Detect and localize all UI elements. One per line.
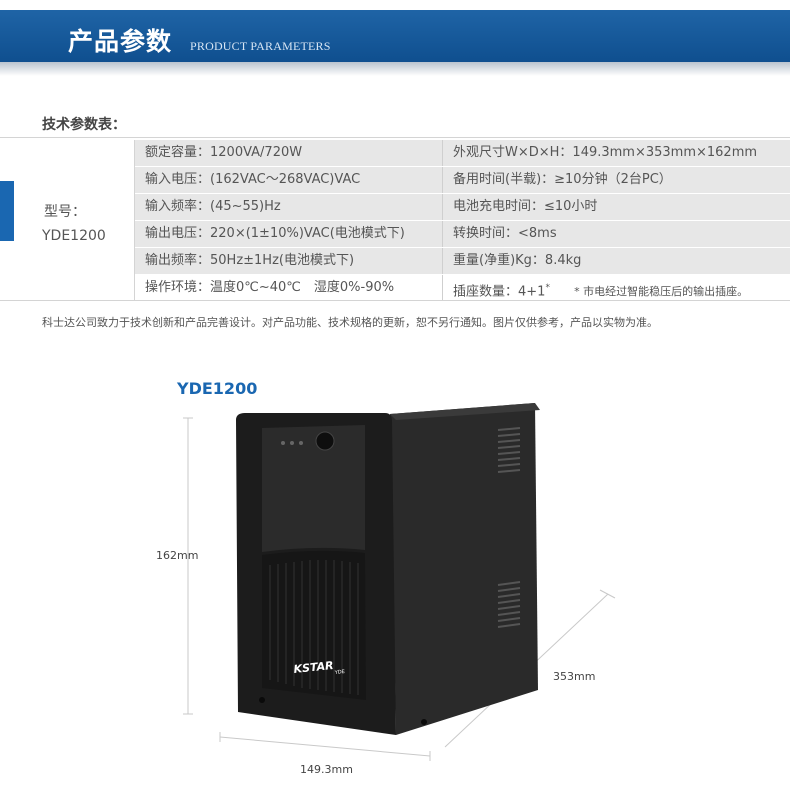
- footnote-text: * 市电经过智能稳压后的输出插座。: [574, 285, 749, 299]
- spec-cell: 转换时间：<8ms: [453, 226, 557, 241]
- model-marker: [0, 181, 14, 241]
- spec-cell: 电池充电时间：≤10小时: [453, 199, 598, 214]
- spec-row: 操作环境：温度0℃~40℃ 湿度0%-90% 插座数量：4+1* * 市电经过智…: [135, 275, 790, 302]
- front-vents: [269, 560, 359, 695]
- brand-logo-sub: YDE: [334, 669, 346, 676]
- spec-cell: 额定容量：1200VA/720W: [145, 145, 303, 160]
- side-vents: [497, 427, 521, 628]
- spec-cell: 备用时间(半载)：≥10分钟（2台PC）: [453, 172, 672, 187]
- ups-illustration: KSTAR YDE: [183, 403, 616, 761]
- led-indicator: [299, 441, 303, 445]
- power-button: [315, 431, 335, 451]
- width-dimension: 149.3mm: [300, 763, 353, 776]
- page-title: 产品参数: [68, 27, 173, 56]
- product-model-label: YDE1200: [177, 379, 258, 398]
- spec-row: 输出频率：50Hz±1Hz(电池模式下) 重量(净重)Kg：8.4kg: [135, 248, 790, 275]
- spec-row: 输出电压：220×(1±10%)VAC(电池模式下) 转换时间：<8ms: [135, 221, 790, 248]
- spec-rows: 额定容量：1200VA/720W 外观尺寸W×D×H：149.3mm×353mm…: [135, 140, 790, 302]
- model-value: YDE1200: [42, 228, 106, 244]
- spec-cell: 外观尺寸W×D×H：149.3mm×353mm×162mm: [453, 145, 758, 160]
- depth-dimension: 353mm: [553, 670, 596, 683]
- table-divider: [134, 140, 135, 300]
- spec-cell: 插座数量：4+1* * 市电经过智能稳压后的输出插座。: [443, 275, 790, 301]
- spec-cell: 重量(净重)Kg：8.4kg: [453, 253, 582, 268]
- footnote-mark: *: [545, 283, 550, 293]
- spec-cell: 输入电压：(162VAC～268VAC)VAC: [145, 172, 361, 187]
- brand-logo: KSTAR: [293, 659, 334, 676]
- spec-cell: 输出电压：220×(1±10%)VAC(电池模式下): [145, 226, 405, 241]
- spec-value: 插座数量：4+1: [453, 284, 546, 300]
- ups-side: [390, 403, 538, 735]
- height-dimension: 162mm: [156, 549, 199, 562]
- model-label: 型号：: [44, 204, 86, 220]
- disclaimer: 科士达公司致力于技术创新和产品完善设计。对产品功能、技术规格的更新，恕不另行通知…: [42, 316, 658, 329]
- table-bottom-rule: [0, 300, 790, 301]
- led-indicator: [290, 441, 294, 445]
- spec-row: 输入频率：(45~55)Hz 电池充电时间：≤10小时: [135, 194, 790, 221]
- banner-shadow: [0, 62, 790, 76]
- model-cell: [14, 140, 134, 300]
- spec-row: 输入电压：(162VAC～268VAC)VAC 备用时间(半载)：≥10分钟（2…: [135, 167, 790, 194]
- spec-cell: 输入频率：(45~55)Hz: [145, 199, 281, 214]
- spec-row: 额定容量：1200VA/720W 外观尺寸W×D×H：149.3mm×353mm…: [135, 140, 790, 167]
- ups-front-panel: [262, 425, 365, 552]
- spec-section-label: 技术参数表：: [42, 117, 126, 133]
- section-divider: [0, 137, 790, 138]
- page-subtitle: PRODUCT PARAMETERS: [190, 39, 331, 53]
- spec-cell: 输出频率：50Hz±1Hz(电池模式下): [145, 253, 355, 268]
- spec-cell: 操作环境：温度0℃~40℃ 湿度0%-90%: [145, 280, 395, 295]
- led-indicator: [281, 441, 285, 445]
